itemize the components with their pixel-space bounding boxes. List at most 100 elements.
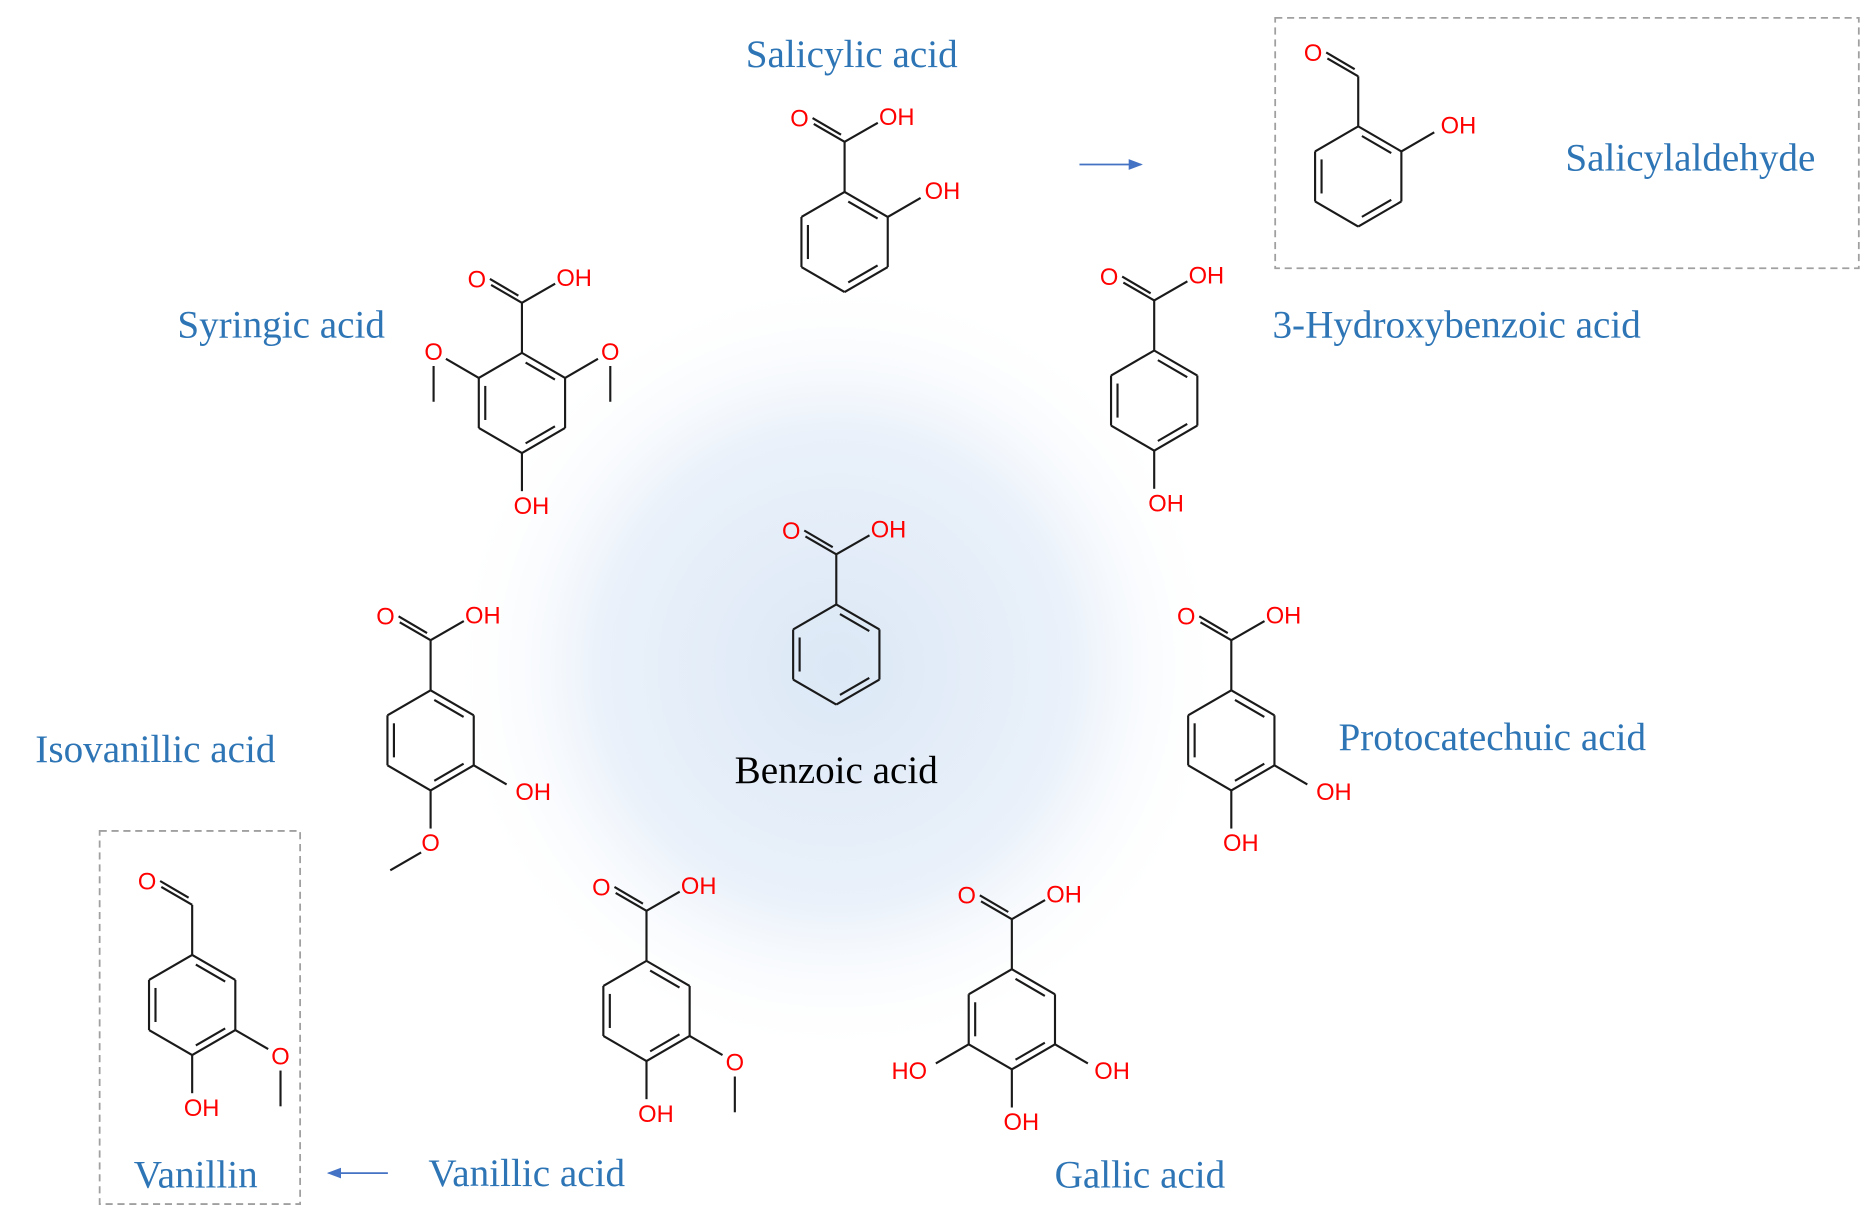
atom-label: OH bbox=[879, 104, 915, 131]
ring-bond bbox=[478, 427, 523, 454]
ring-bond bbox=[844, 191, 889, 218]
ring-bond bbox=[1011, 1043, 1056, 1071]
atom-label: O bbox=[1177, 604, 1195, 631]
atom-label: O bbox=[424, 339, 442, 366]
atom-label: O bbox=[1100, 264, 1118, 291]
atom-label: OH bbox=[1148, 490, 1184, 517]
ring-double-bond bbox=[433, 762, 465, 782]
ring-bond bbox=[386, 764, 432, 792]
double-bond bbox=[812, 117, 842, 136]
atom-label: O bbox=[958, 883, 976, 910]
ring-bond bbox=[1314, 125, 1359, 153]
double-bond bbox=[1122, 281, 1155, 302]
double-bond bbox=[1198, 615, 1229, 634]
atom-label: O bbox=[421, 830, 439, 857]
atom-label: OH bbox=[556, 265, 592, 292]
ring-bond bbox=[1230, 764, 1275, 792]
label-salicylaldehyde: Salicylaldehyde bbox=[1565, 136, 1815, 179]
ring-double-bond bbox=[1157, 423, 1188, 442]
background-glow bbox=[444, 274, 1228, 1062]
bond bbox=[689, 1035, 724, 1056]
ring-bond bbox=[645, 959, 691, 987]
ring-double-bond bbox=[195, 1027, 226, 1047]
double-bond bbox=[804, 535, 837, 556]
double-bond bbox=[613, 886, 644, 905]
ring-bond bbox=[1153, 349, 1198, 377]
atom-label: OH bbox=[681, 873, 717, 900]
atom-label: OH bbox=[515, 779, 551, 806]
atom-label: O bbox=[592, 874, 610, 901]
double-bond bbox=[813, 123, 846, 143]
ring-double-bond bbox=[525, 361, 556, 381]
bond bbox=[1011, 899, 1046, 921]
ring-double-bond bbox=[1014, 1041, 1046, 1061]
ring-double-bond bbox=[847, 200, 879, 220]
ring-bond bbox=[835, 603, 880, 631]
atom-label: O bbox=[790, 105, 808, 132]
double-bond bbox=[159, 880, 190, 899]
ring-bond bbox=[386, 689, 432, 717]
label-vanillic-acid: Vanillic acid bbox=[428, 1152, 625, 1195]
ring-double-bond bbox=[839, 676, 870, 696]
ring-bond bbox=[521, 351, 566, 379]
double-bond bbox=[615, 891, 648, 912]
bond bbox=[445, 357, 480, 379]
ring-bond bbox=[645, 1035, 691, 1062]
ring-bond bbox=[1187, 689, 1232, 717]
ring-bond bbox=[521, 427, 566, 454]
ring-double-bond bbox=[433, 698, 465, 718]
label-3-hydroxybenzoic-acid: 3-Hydroxybenzoic acid bbox=[1272, 303, 1641, 346]
atom-label: OH bbox=[1094, 1058, 1130, 1085]
ring-double-bond bbox=[525, 425, 556, 445]
double-bond bbox=[1325, 51, 1356, 71]
atom-label: OH bbox=[1223, 830, 1259, 857]
double-bond bbox=[979, 894, 1009, 913]
ring-bond bbox=[792, 678, 837, 706]
bond bbox=[234, 1029, 269, 1051]
ring-bond bbox=[1187, 764, 1232, 792]
atom-label: HO bbox=[891, 1058, 927, 1085]
atom-label: OH bbox=[184, 1095, 220, 1122]
ring-bond bbox=[1110, 424, 1155, 452]
salicylaldehyde-box bbox=[1274, 16, 1860, 270]
ring-double-bond bbox=[1361, 135, 1392, 154]
ring-bond bbox=[191, 953, 236, 981]
ring-bond bbox=[968, 1043, 1013, 1071]
atom-label: OH bbox=[1441, 112, 1477, 139]
ring-double-bond bbox=[839, 613, 870, 633]
ring-double-bond bbox=[847, 264, 879, 284]
atom-label: OH bbox=[514, 493, 550, 520]
structure-salicylaldehyde: OOH bbox=[1304, 40, 1477, 228]
double-bond bbox=[980, 900, 1013, 921]
bond bbox=[1273, 764, 1308, 786]
ring-bond bbox=[844, 266, 889, 294]
bond bbox=[1054, 1043, 1089, 1065]
atom-label: OH bbox=[1046, 881, 1082, 908]
ring-bond bbox=[1230, 689, 1275, 717]
label-gallic-acid: Gallic acid bbox=[1055, 1153, 1226, 1196]
ring-double-bond bbox=[1234, 698, 1265, 718]
atom-label: OH bbox=[638, 1101, 674, 1128]
bond bbox=[887, 196, 922, 218]
ring-double-bond bbox=[1234, 762, 1265, 782]
methyl-bond bbox=[389, 851, 422, 872]
bond bbox=[835, 534, 871, 556]
vanillin-box bbox=[98, 830, 302, 1205]
label-isovanillic-acid: Isovanillic acid bbox=[35, 728, 276, 771]
ring-bond bbox=[800, 191, 846, 218]
atom-label: O bbox=[271, 1044, 289, 1071]
double-bond bbox=[160, 886, 193, 906]
ring-bond bbox=[1110, 349, 1155, 377]
label-vanillin: Vanillin bbox=[134, 1153, 258, 1196]
ring-double-bond bbox=[195, 963, 226, 983]
ring-bond bbox=[148, 1029, 193, 1056]
double-bond bbox=[1199, 621, 1232, 642]
